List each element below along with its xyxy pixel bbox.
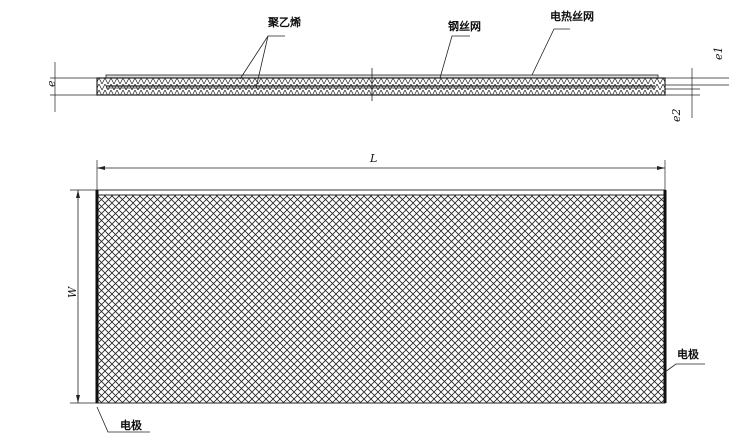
label-electrode-right: 电极	[677, 347, 700, 361]
leader-polyethylene	[239, 35, 285, 80]
dim-length: L	[369, 152, 377, 165]
leader-steel-mesh	[439, 35, 470, 79]
dim-e: e	[45, 80, 58, 87]
leader-heating-wire	[531, 28, 570, 76]
label-steel-mesh: 钢丝网	[448, 19, 481, 33]
dim-e2: e2	[670, 108, 683, 122]
dim-e1: e1	[712, 46, 725, 60]
mesh-panel	[96, 194, 666, 404]
label-electrode-left: 电极	[120, 418, 143, 432]
label-polyethylene: 聚乙烯	[267, 15, 301, 29]
section-view: 聚乙烯 钢丝网 电热丝网 e e1 e2	[45, 9, 729, 122]
top-strip	[96, 189, 666, 196]
label-heating-wire-mesh: 电热丝网	[550, 9, 594, 23]
plan-view: L W 电极 电极	[66, 152, 705, 433]
dim-width: W	[66, 285, 79, 298]
